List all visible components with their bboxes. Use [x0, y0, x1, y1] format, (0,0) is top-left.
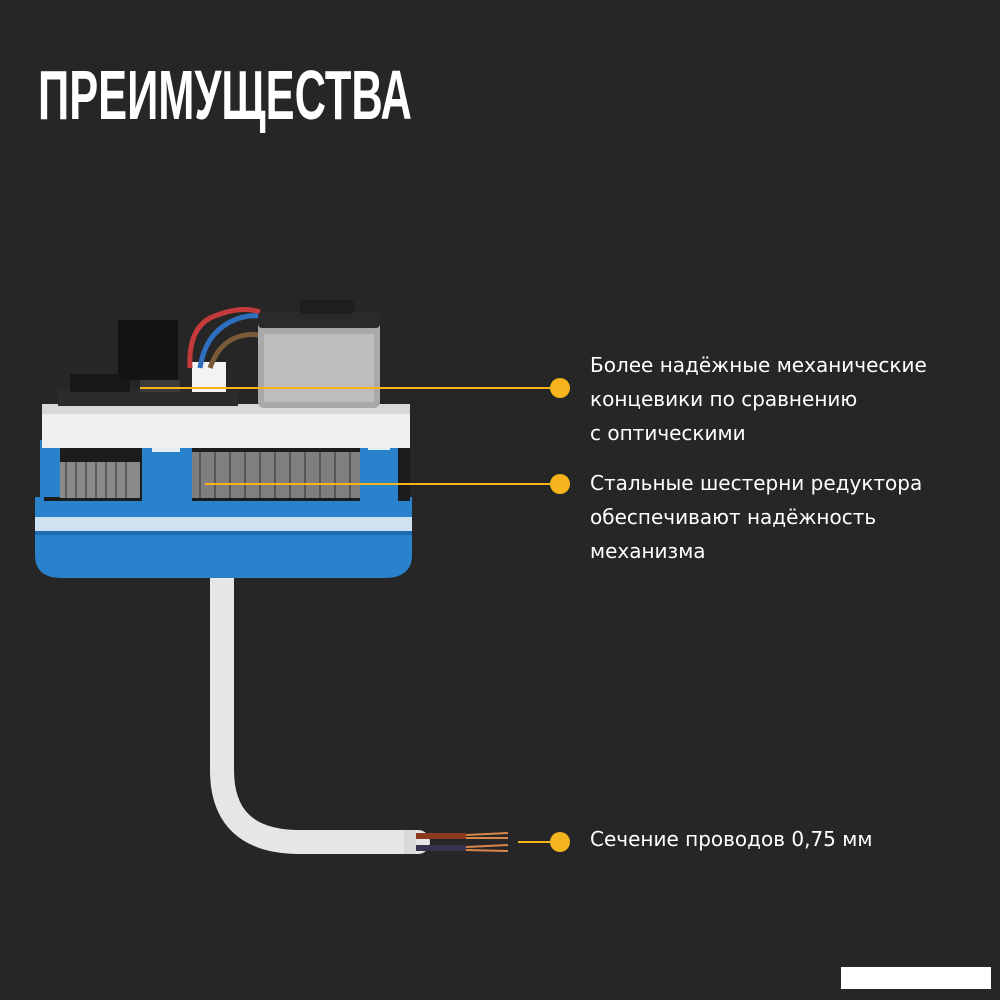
page-title: ПРЕИМУЩЕСТВА: [38, 56, 412, 134]
actuator-device: [35, 300, 412, 578]
corner-mark: [841, 967, 991, 989]
callout-limit-switches: Более надёжные механические концевики по…: [590, 353, 927, 445]
callout-steel-gears: Стальные шестерни редуктора обеспечивают…: [590, 471, 923, 563]
callout-dot-2: [550, 474, 570, 494]
callout-dot-3: [550, 832, 570, 852]
cable: [210, 563, 509, 854]
callout-markers: [140, 378, 570, 852]
callout-dot-1: [550, 378, 570, 398]
callout-wire-section: Сечение проводов 0,75 мм: [590, 827, 873, 851]
